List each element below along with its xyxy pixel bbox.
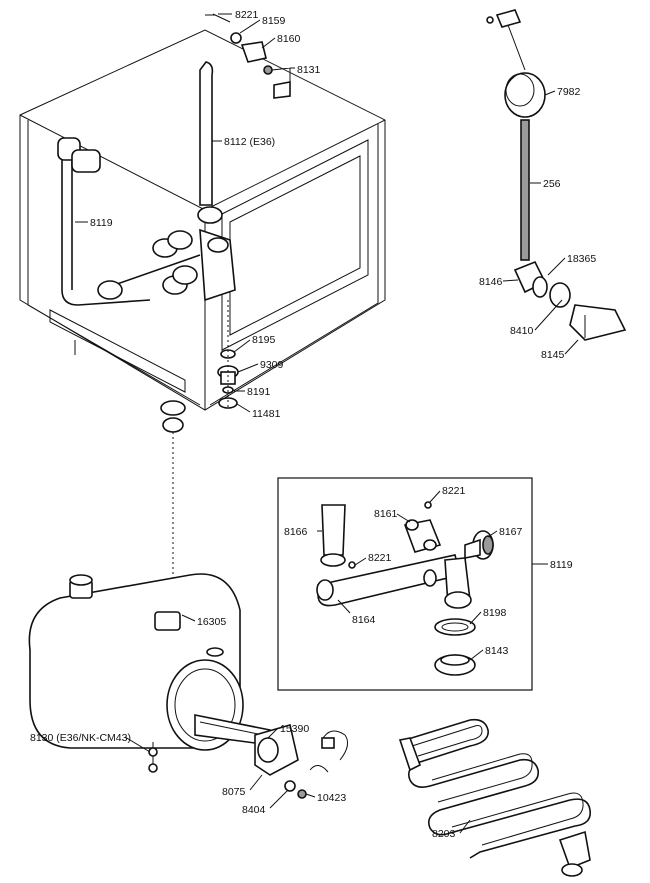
label-8146: 8146 [479, 276, 503, 288]
label-16305: 16305 [197, 616, 226, 628]
label-8166: 8166 [284, 526, 308, 538]
callout-labels: 8221 8159 8160 8131 8112 (E36) 8119 8195… [30, 9, 596, 840]
label-8191: 8191 [247, 386, 271, 398]
label-11481: 11481 [252, 408, 281, 420]
label-8131: 8131 [297, 64, 321, 76]
label-8167: 8167 [499, 526, 523, 538]
label-8075: 8075 [222, 786, 246, 798]
label-8195: 8195 [252, 334, 276, 346]
leader-lines [75, 13, 579, 834]
label-7982: 7982 [557, 86, 581, 98]
label-8112: 8112 (E36) [224, 136, 275, 148]
label-8119-box: 8119 [550, 559, 573, 571]
label-15390: 15390 [280, 723, 309, 735]
label-10423: 10423 [317, 792, 346, 804]
sensor-assembly [486, 9, 627, 341]
label-8145: 8145 [541, 349, 565, 361]
label-8159: 8159 [262, 15, 286, 27]
label-8160: 8160 [277, 33, 301, 45]
label-256: 256 [543, 178, 561, 190]
label-8130: 8130 (E36/NK-CM43) [30, 732, 131, 744]
label-8203: 8203 [432, 828, 456, 840]
label-8143: 8143 [485, 645, 509, 657]
label-8161: 8161 [374, 508, 398, 520]
circulation-pipe [57, 137, 236, 306]
label-18365: 18365 [567, 253, 596, 265]
label-9309: 9309 [260, 359, 284, 371]
inset-box [277, 477, 533, 691]
fill-tube [199, 61, 214, 206]
label-8221-top: 8221 [235, 9, 259, 21]
label-8221-box-mid: 8221 [368, 552, 392, 564]
heater-element [148, 714, 349, 799]
heating-coil [398, 718, 592, 877]
label-8119-left: 8119 [90, 217, 113, 229]
vent-parts [205, 13, 291, 99]
label-8221-box-top: 8221 [442, 485, 466, 497]
label-8198: 8198 [483, 607, 507, 619]
label-8164: 8164 [352, 614, 376, 626]
label-8410: 8410 [510, 325, 534, 337]
label-8404: 8404 [242, 804, 266, 816]
drain-column-parts [217, 300, 239, 410]
